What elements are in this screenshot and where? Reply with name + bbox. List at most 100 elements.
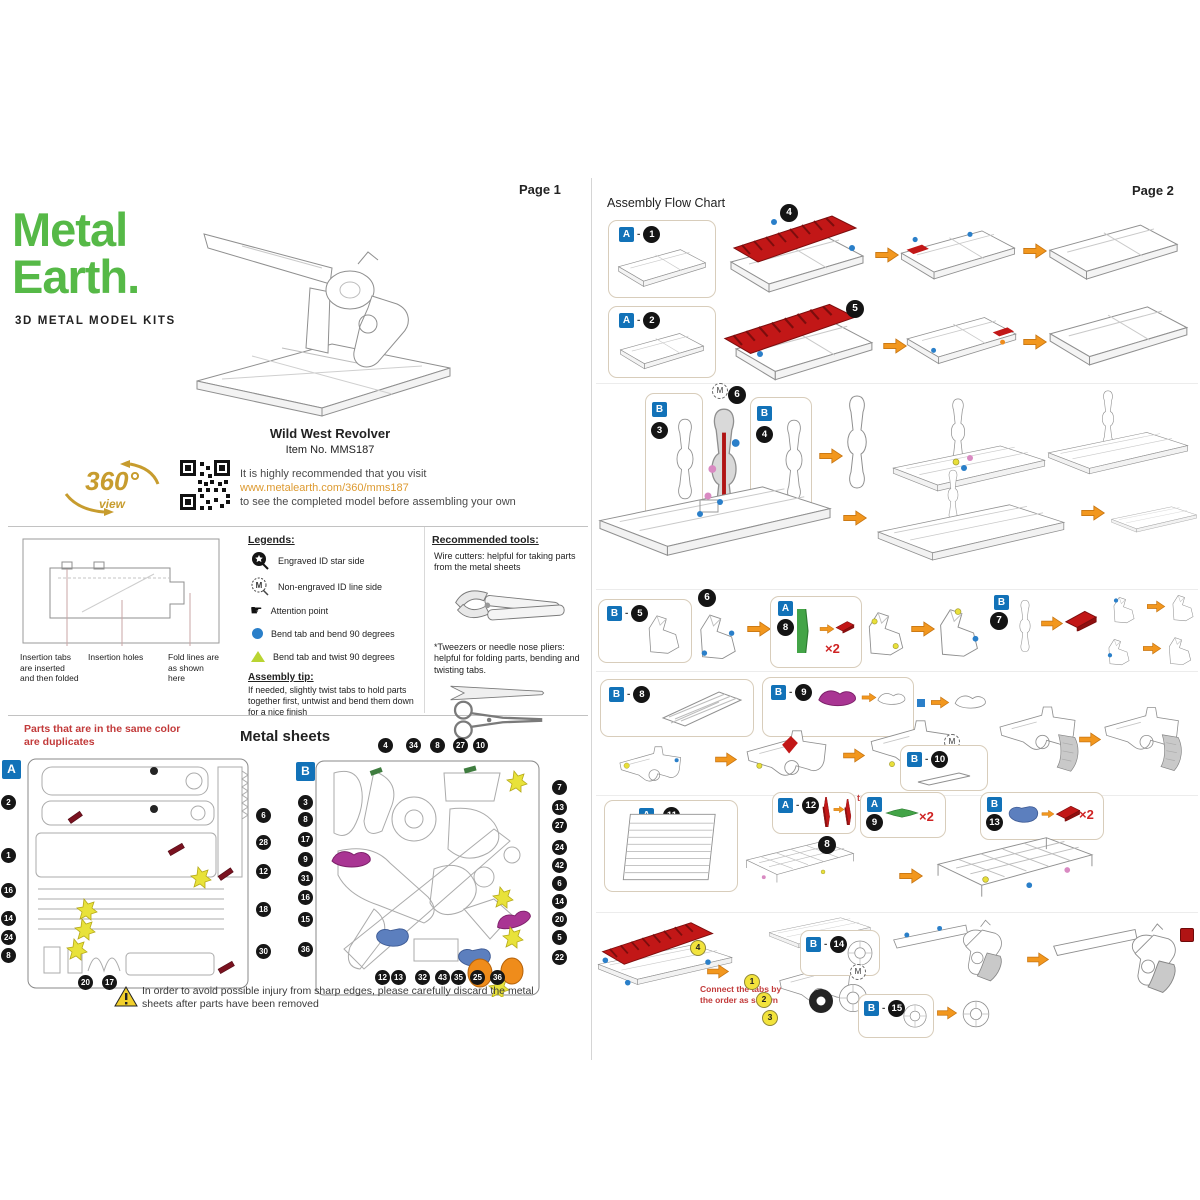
part-number-circle: 6 bbox=[552, 876, 567, 891]
sheet-badge: B bbox=[609, 687, 624, 702]
sheet-badge: B bbox=[864, 1001, 879, 1016]
flow-circle: 6 bbox=[728, 386, 746, 404]
part-circle: 15 bbox=[888, 1000, 906, 1017]
360-view-label: view bbox=[99, 497, 126, 511]
flow-arrow bbox=[874, 247, 900, 263]
dash: - bbox=[789, 687, 793, 698]
part-number-circle: 20 bbox=[552, 912, 567, 927]
non-engraved-id-icon: M bbox=[251, 577, 269, 596]
part-number-circle: 12 bbox=[375, 970, 390, 985]
part-art-ring bbox=[901, 1001, 929, 1031]
360-number: 360° bbox=[85, 466, 139, 496]
attention-icon: ☛ bbox=[250, 603, 263, 619]
part-number-circle: 31 bbox=[298, 871, 313, 886]
fold-lines-label: Fold lines are as shown here bbox=[168, 652, 220, 684]
row-separator bbox=[596, 671, 1198, 672]
part-circle: 9 bbox=[795, 684, 813, 701]
part-number-circle: 28 bbox=[256, 835, 271, 850]
m-marker: M bbox=[712, 383, 728, 399]
sheet-badge: B bbox=[607, 606, 622, 621]
step-box-b5: B - 5 bbox=[598, 599, 692, 663]
part-number-circle: 43 bbox=[435, 970, 450, 985]
flow-figure bbox=[599, 486, 831, 556]
step-label: A 8 bbox=[777, 601, 794, 636]
part-number-circle: 20 bbox=[78, 975, 93, 990]
sheet-badge: A bbox=[619, 313, 634, 328]
part-art bbox=[615, 247, 709, 293]
flow-arrow bbox=[1078, 732, 1102, 747]
step-box-b13: B 13 ×2 bbox=[980, 792, 1104, 840]
part-art bbox=[661, 691, 743, 727]
part-art-red bbox=[821, 797, 833, 827]
step-box-b8: B - 8 bbox=[600, 679, 754, 737]
legend-label: Bend tab and bend 90 degrees bbox=[271, 628, 395, 639]
band-divider bbox=[424, 527, 425, 713]
flow-figure bbox=[1046, 298, 1191, 380]
blue-cube bbox=[917, 699, 925, 707]
part-circle: 9 bbox=[866, 814, 883, 831]
product-item-no: Item No. MMS187 bbox=[285, 444, 375, 456]
metal-sheets-title: Metal sheets bbox=[240, 728, 331, 745]
dash: - bbox=[882, 1003, 886, 1014]
legend-attention: ☛ Attention point bbox=[250, 603, 328, 619]
sheet-b-badge: B bbox=[296, 762, 315, 781]
flow-figure bbox=[730, 215, 864, 293]
sheet-badge: B bbox=[652, 402, 667, 417]
part-number-circle: 6 bbox=[256, 808, 271, 823]
part-number-circle: 1 bbox=[1, 848, 16, 863]
flow-circle: 6 bbox=[698, 589, 716, 607]
part-number-circle: 22 bbox=[552, 950, 567, 965]
part-circle: 8 bbox=[777, 619, 794, 636]
part-art-blue bbox=[1005, 803, 1041, 825]
part-art-red bbox=[1055, 801, 1081, 823]
flow-figure bbox=[890, 912, 1022, 982]
assembly-tip-text: If needed, slightly twist tabs to hold p… bbox=[248, 685, 414, 717]
part-number-circle: 25 bbox=[470, 970, 485, 985]
flow-figure bbox=[1107, 634, 1140, 668]
flow-figure bbox=[877, 469, 1065, 561]
step-label: B - 9 bbox=[771, 684, 813, 701]
legend-label: Engraved ID star side bbox=[278, 556, 365, 566]
flow-figure bbox=[1064, 606, 1098, 632]
360-view-badge: 360° view bbox=[64, 460, 160, 516]
step-label: B - 8 bbox=[609, 686, 651, 703]
flow-arrow bbox=[842, 748, 866, 763]
part-circle: 3 bbox=[651, 422, 668, 439]
pliers-icon bbox=[436, 698, 562, 742]
step-label: B - 14 bbox=[806, 936, 848, 953]
duplicates-note: Parts that are in the same color are dup… bbox=[24, 723, 181, 749]
flow-figure bbox=[1110, 472, 1198, 572]
part-art bbox=[615, 331, 709, 375]
flow-arrow bbox=[1146, 600, 1166, 613]
flow-figure bbox=[1104, 707, 1182, 771]
part-number-circle: 12 bbox=[256, 864, 271, 879]
legends-title: Legends: bbox=[248, 534, 295, 546]
legend-twist: Bend tab and twist 90 degrees bbox=[251, 651, 395, 662]
flow-figure bbox=[694, 606, 742, 664]
mini-arrow bbox=[1041, 809, 1055, 819]
step-box-b10: B - 10 bbox=[900, 745, 988, 791]
part-number-circle: 24 bbox=[552, 840, 567, 855]
step-box-a1: A - 1 bbox=[608, 220, 716, 298]
flow-figure bbox=[934, 608, 979, 662]
flow-circle: 7 bbox=[990, 612, 1008, 630]
part-art-green bbox=[797, 609, 817, 653]
flow-figure bbox=[1046, 215, 1181, 295]
recommendation-text: It is highly recommended that you visit … bbox=[240, 468, 570, 509]
connect-order-note: Connect the tabs by the order as shown bbox=[700, 984, 782, 1005]
part-number-circle: 17 bbox=[102, 975, 117, 990]
page2-label: Page 2 bbox=[1132, 183, 1174, 198]
step-box-a8: A 8 ×2 bbox=[770, 596, 862, 668]
part-circle: 14 bbox=[830, 936, 848, 953]
step-box-b15: B - 15 bbox=[858, 994, 934, 1038]
warning-icon bbox=[114, 986, 138, 1007]
part-number-circle: 3 bbox=[298, 795, 313, 810]
tool2-text: *Tweezers or needle nose pliers: helpful… bbox=[434, 642, 580, 675]
part-art bbox=[877, 693, 906, 705]
flow-arrow bbox=[910, 621, 936, 637]
step-box-a9: A 9 ×2 bbox=[860, 792, 946, 838]
part-number-circle: 35 bbox=[451, 970, 466, 985]
flow-circle: 8 bbox=[818, 836, 836, 854]
part-number-circle: 14 bbox=[552, 894, 567, 909]
